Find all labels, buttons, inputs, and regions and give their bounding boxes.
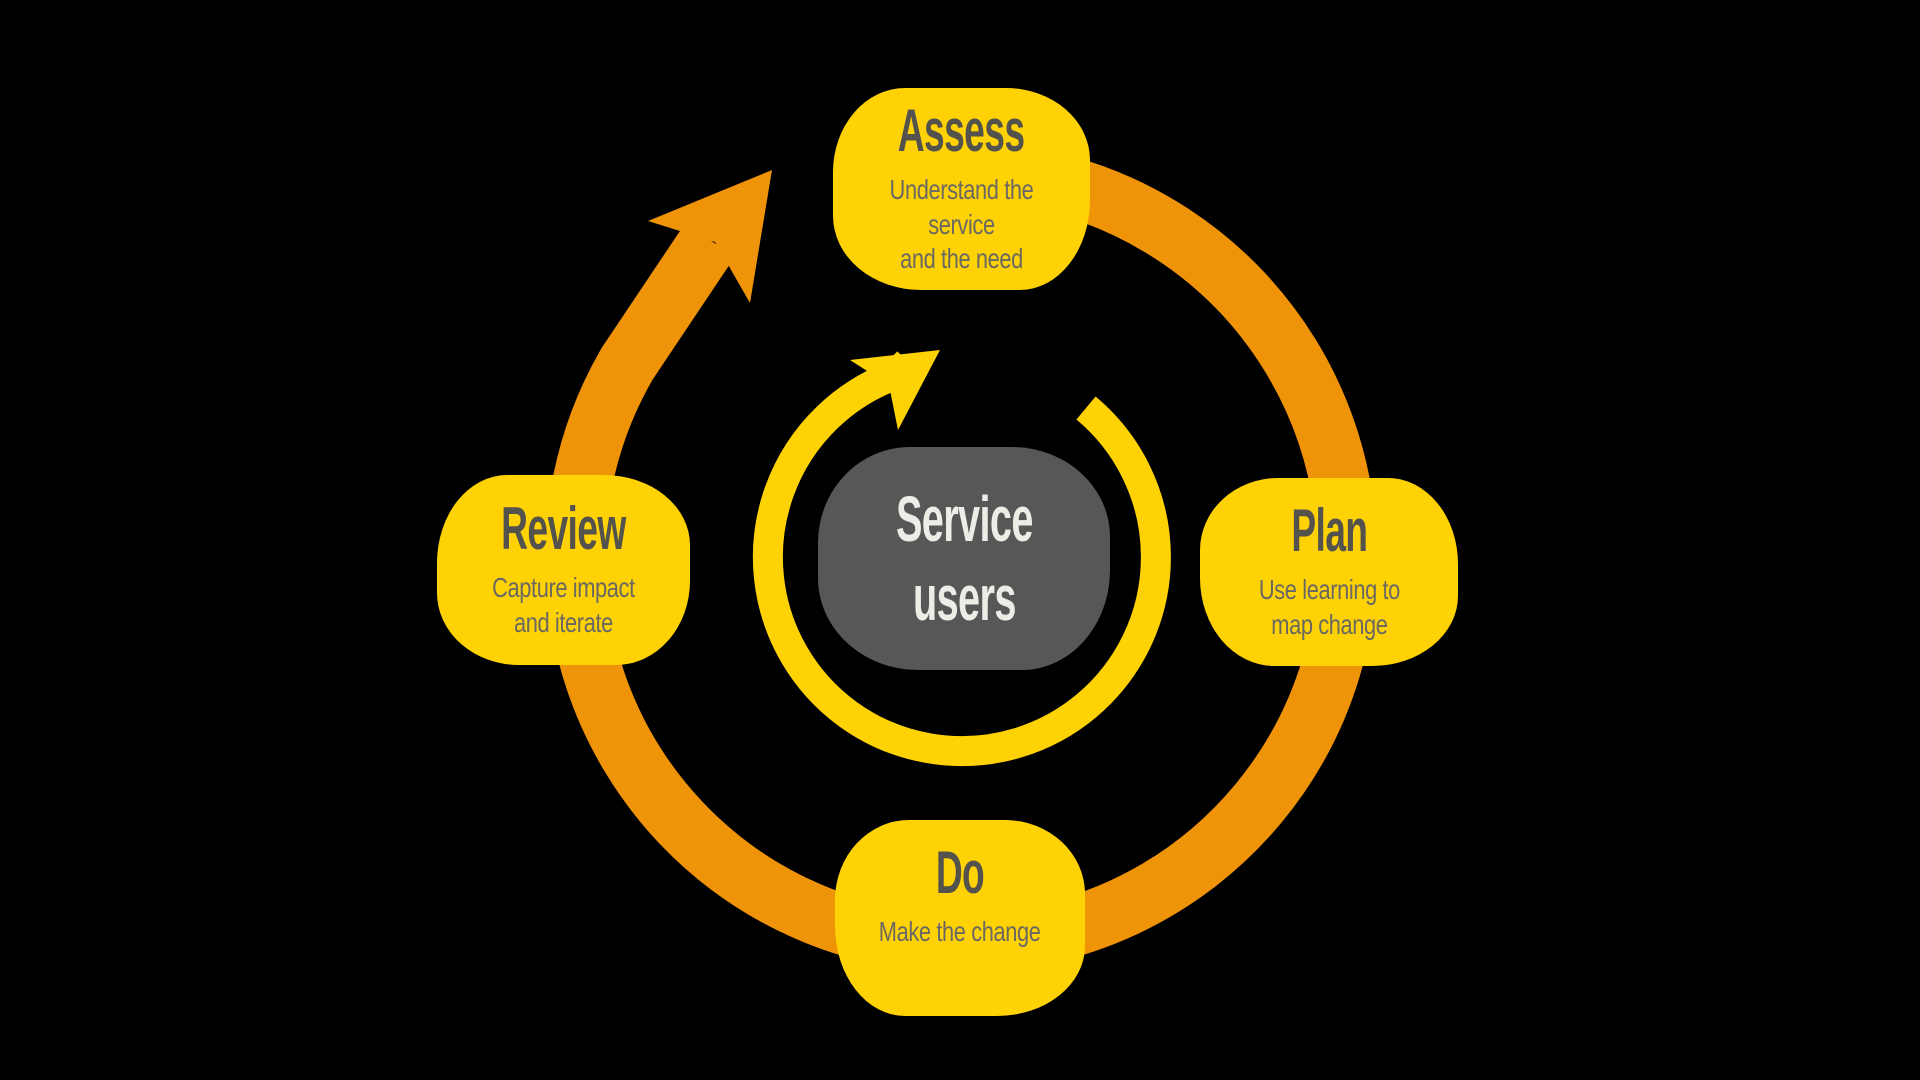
node-assess-title: Assess — [898, 96, 1025, 164]
node-review-title: Review — [501, 495, 626, 563]
node-plan-title: Plan — [1290, 497, 1368, 565]
node-do-subtitle: Make the change — [879, 915, 1041, 947]
node-assess: Assess Understand the service and the ne… — [833, 88, 1090, 290]
node-do-title: Do — [935, 838, 985, 906]
inner-loop-ring — [752, 351, 1171, 767]
node-do: Do Make the change — [835, 820, 1085, 1016]
node-plan-subtitle: Use learning to map change — [1258, 574, 1400, 640]
cycle-arrowhead-icon — [648, 170, 772, 303]
node-review: Review Capture impact and iterate — [437, 475, 690, 665]
node-review-subtitle: Capture impact and iterate — [492, 572, 635, 638]
node-service-users: Service users — [818, 447, 1110, 670]
node-assess-subtitle: Understand the service and the need — [889, 173, 1034, 275]
inner-loop-arrowhead-icon — [850, 350, 940, 430]
node-plan: Plan Use learning to map change — [1200, 478, 1458, 666]
service-users-title: Service users — [895, 483, 1033, 634]
